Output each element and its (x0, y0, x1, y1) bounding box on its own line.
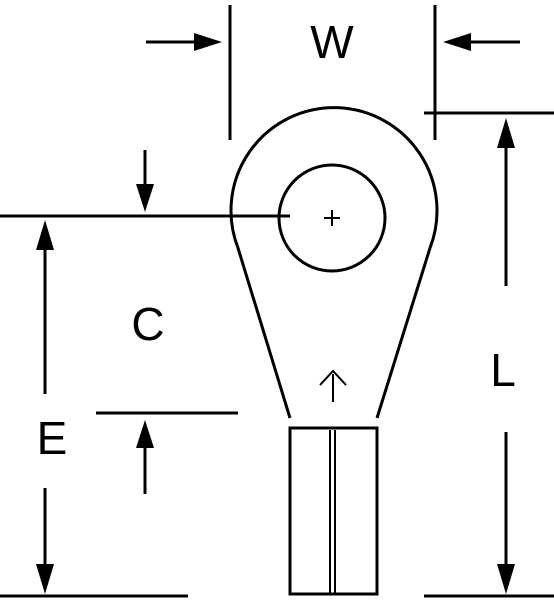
barrel-start-dimension (136, 420, 154, 494)
w-label: W (310, 16, 354, 68)
e-arrow-down (36, 564, 54, 594)
center-mark (324, 210, 340, 226)
barrel-arrow-up (136, 420, 154, 448)
e-arrow-up (36, 220, 54, 250)
c-dimension: C (131, 150, 165, 350)
ring-outer-outline (229, 106, 439, 419)
e-dimension: E (36, 220, 67, 594)
wire-barrel (288, 426, 379, 596)
l-dimension: L (490, 118, 516, 594)
extension-lines (0, 5, 554, 598)
c-arrow-down (136, 184, 154, 212)
l-arrow-up (497, 118, 515, 148)
stud-hole (277, 163, 387, 273)
w-arrow-right (194, 33, 222, 51)
w-arrow-left (443, 33, 471, 51)
neck-direction-arrow (319, 369, 347, 402)
l-label: L (490, 344, 516, 396)
w-dimension: W (146, 16, 520, 68)
l-arrow-down (497, 564, 515, 594)
c-label: C (131, 298, 164, 350)
ring-terminal-outline (229, 106, 439, 596)
e-label: E (37, 412, 68, 464)
